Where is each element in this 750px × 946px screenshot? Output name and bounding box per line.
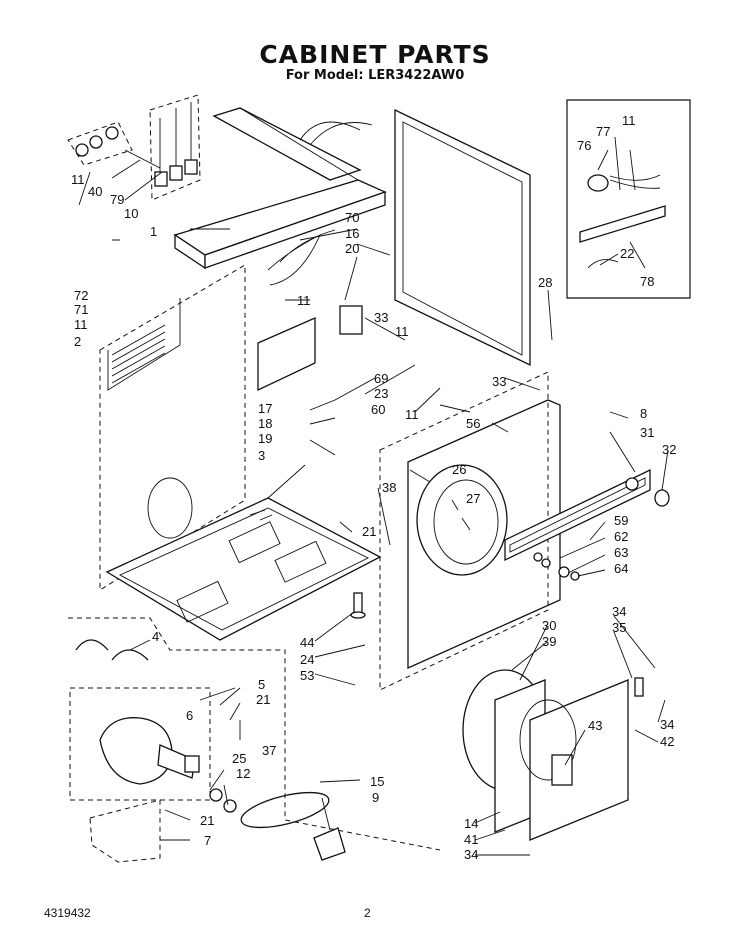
callout-label: 17 [258, 401, 272, 416]
callout-label: 12 [236, 766, 250, 781]
control-console [504, 468, 651, 562]
callout-label: 53 [300, 668, 314, 683]
callout-label: 11 [622, 113, 636, 128]
knob [654, 489, 670, 507]
callout-label: 11 [71, 172, 85, 187]
spring [541, 558, 551, 568]
callout-label: 37 [262, 743, 276, 758]
callout-label: 11 [405, 407, 419, 422]
callout-label: 28 [538, 275, 552, 290]
callout-label: 42 [660, 734, 674, 749]
drive-belt [240, 791, 330, 829]
leveling-leg [350, 592, 366, 619]
callout-label: 34 [612, 604, 626, 619]
callout-label: 8 [640, 406, 647, 421]
callout-label: 39 [542, 634, 556, 649]
callout-label: 21 [200, 813, 214, 828]
callout-label: 34 [660, 717, 674, 732]
leader-lines [78, 136, 669, 856]
callout-label: 6 [186, 708, 193, 723]
callout-label: 11 [74, 317, 88, 332]
door-hinge [634, 677, 644, 697]
idler-arm [313, 827, 346, 861]
callout-label: 79 [110, 192, 124, 207]
idler-pulley [209, 788, 223, 802]
callout-label: 76 [577, 138, 591, 153]
left-side-panel [99, 264, 246, 591]
terminal-block-group [67, 94, 201, 201]
wiring-harness [267, 229, 336, 286]
front-panel [379, 371, 561, 691]
callout-label: 35 [612, 620, 626, 635]
callout-label: 27 [466, 491, 480, 506]
callout-label: 1 [150, 224, 157, 239]
callout-label: 19 [258, 431, 272, 446]
callout-label: 64 [614, 561, 628, 576]
callout-label: 5 [258, 677, 265, 692]
callout-label: 69 [374, 371, 388, 386]
callout-label: 22 [620, 246, 634, 261]
callout-label: 77 [596, 124, 610, 139]
callout-label: 25 [232, 751, 246, 766]
document-number: 4319432 [44, 906, 91, 920]
callout-label: 26 [452, 462, 466, 477]
callout-label: 3 [258, 448, 265, 463]
callout-label: 11 [395, 324, 409, 339]
callout-label: 32 [662, 442, 676, 457]
callout-label: 33 [492, 374, 506, 389]
washer [533, 552, 543, 562]
callout-label: 31 [640, 425, 654, 440]
callout-label: 11 [297, 293, 311, 308]
page-number: 2 [364, 906, 371, 920]
callout-label: 72 [74, 288, 88, 303]
callout-label: 60 [371, 402, 385, 417]
callout-label: 33 [374, 310, 388, 325]
callout-label: 23 [374, 386, 388, 401]
callout-label: 2 [74, 334, 81, 349]
callout-label: 24 [300, 652, 314, 667]
callout-label: 78 [640, 274, 654, 289]
model-subtitle: For Model: LER3422AW0 [285, 68, 465, 83]
callout-labels: 11 40 79 10 72 71 11 2 1 70 16 20 11 33 … [71, 113, 676, 862]
motor-mount [89, 799, 161, 863]
callout-label: 70 [345, 210, 359, 225]
callout-label: 30 [542, 618, 556, 633]
callout-label: 20 [345, 241, 359, 256]
callout-label: 18 [258, 416, 272, 431]
callout-label: 7 [204, 833, 211, 848]
callout-label: 4 [152, 629, 159, 644]
callout-label: 9 [372, 790, 379, 805]
callout-label: 15 [370, 774, 384, 789]
cabinet-base [105, 497, 382, 641]
drive-motor [69, 687, 211, 801]
callout-label: 63 [614, 545, 628, 560]
callout-label: 38 [382, 480, 396, 495]
callout-label: 14 [464, 816, 478, 831]
callout-label: 62 [614, 529, 628, 544]
inset-box-harness [566, 99, 691, 299]
pulley-bracket [223, 799, 237, 813]
callout-label: 56 [466, 416, 480, 431]
callout-label: 71 [74, 302, 88, 317]
callout-label: 21 [256, 692, 270, 707]
callout-label: 44 [300, 635, 314, 650]
callout-label: 10 [124, 206, 138, 221]
callout-label: 21 [362, 524, 376, 539]
callout-label: 16 [345, 226, 359, 241]
callout-label: 41 [464, 832, 478, 847]
knob-cap [570, 571, 580, 581]
callout-label: 34 [464, 847, 478, 862]
callout-label: 40 [88, 184, 102, 199]
control-bracket [257, 305, 363, 392]
callout-label: 59 [614, 513, 628, 528]
callout-label: 43 [588, 718, 602, 733]
hinge-clips [75, 639, 149, 661]
door-assembly [462, 669, 629, 841]
top-panel [173, 107, 387, 270]
page-title: CABINET PARTS [259, 40, 491, 69]
clip [558, 566, 570, 578]
rear-panel [394, 108, 531, 367]
